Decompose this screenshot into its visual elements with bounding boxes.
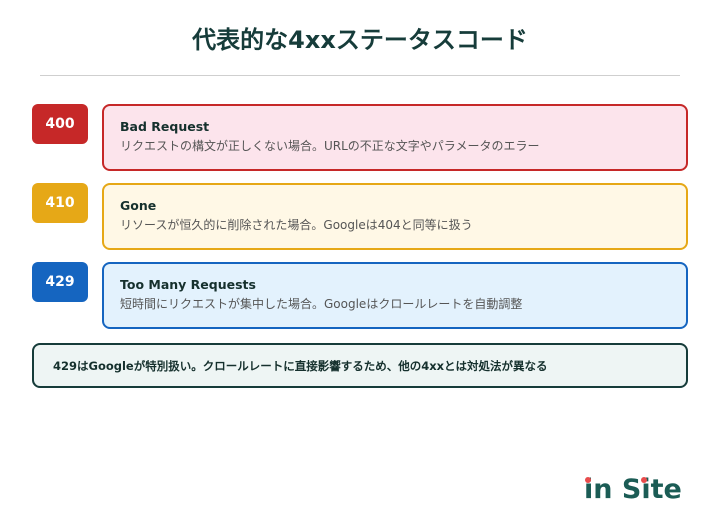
note-text: 429はGoogleが特別扱い。クロールレートに直接影響するため、他の4xxとは… bbox=[53, 358, 548, 373]
logo-dot-icon bbox=[640, 477, 647, 483]
status-badge-400: 400 bbox=[32, 104, 88, 144]
logo-part-in: in bbox=[584, 474, 613, 505]
status-description: リソースが恒久的に削除された場合。Googleは404と同等に扱う bbox=[120, 218, 473, 232]
status-name: Gone bbox=[120, 198, 157, 213]
status-card-410: Gone リソースが恒久的に削除された場合。Googleは404と同等に扱う bbox=[102, 183, 688, 250]
status-card-400: Bad Request リクエストの構文が正しくない場合。URLの不正な文字やパ… bbox=[102, 104, 688, 171]
status-name: Bad Request bbox=[120, 119, 210, 134]
status-badge-429: 429 bbox=[32, 262, 88, 302]
status-card-429: Too Many Requests 短時間にリクエストが集中した場合。Googl… bbox=[102, 262, 688, 329]
logo-dot-icon bbox=[585, 477, 591, 483]
status-code: 400 bbox=[45, 116, 75, 132]
status-description: リクエストの構文が正しくない場合。URLの不正な文字やパラメータのエラー bbox=[120, 139, 540, 153]
status-badge-410: 410 bbox=[32, 183, 88, 223]
status-name: Too Many Requests bbox=[120, 277, 256, 292]
status-description: 短時間にリクエストが集中した場合。Googleはクロールレートを自動調整 bbox=[120, 297, 523, 311]
logo-part-site: Site bbox=[621, 474, 682, 505]
note-box: 429はGoogleが特別扱い。クロールレートに直接影響するため、他の4xxとは… bbox=[32, 343, 688, 388]
title-divider bbox=[40, 75, 680, 76]
status-code: 410 bbox=[45, 195, 75, 211]
insite-logo: in Site bbox=[584, 474, 682, 505]
page-title: 代表的な4xxステータスコード bbox=[192, 26, 528, 54]
status-code: 429 bbox=[45, 274, 75, 290]
